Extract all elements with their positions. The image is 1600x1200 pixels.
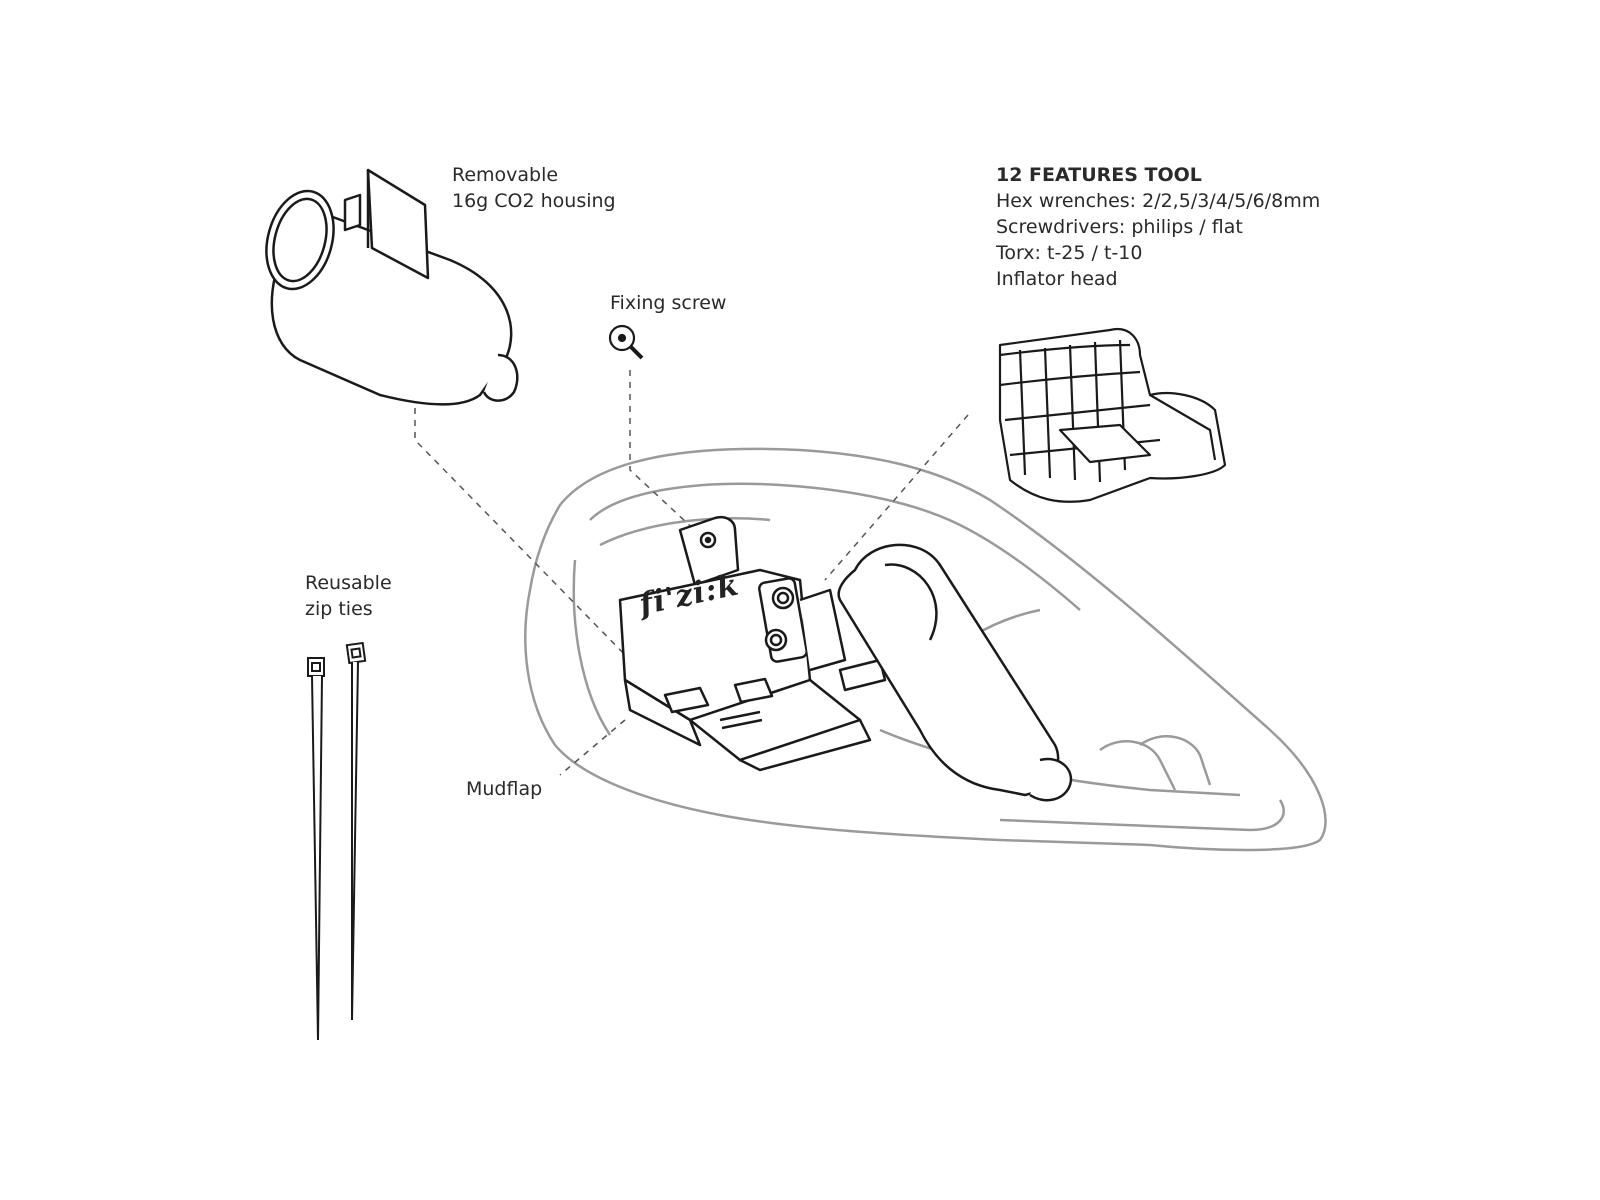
zip-ties-drawing [307, 641, 367, 1041]
zip-label-line2: zip ties [305, 598, 373, 620]
co2-housing-label: Removable 16g CO2 housing [452, 162, 616, 214]
tool-label-title: 12 FEATURES TOOL [996, 164, 1202, 186]
co2-label-line2: 16g CO2 housing [452, 190, 616, 212]
tool-label: 12 FEATURES TOOL Hex wrenches: 2/2,5/3/4… [996, 162, 1320, 292]
screw-label-line1: Fixing screw [610, 292, 727, 314]
mudflap-label-line1: Mudflap [466, 778, 543, 800]
zip-label-line1: Reusable [305, 572, 392, 594]
tool-label-line2: Screwdrivers: philips / flat [996, 216, 1243, 238]
co2-label-line1: Removable [452, 164, 559, 186]
cage-mount-drawing [618, 515, 887, 772]
tool-label-line4: Inflator head [996, 268, 1118, 290]
mounted-co2-drawing [837, 543, 1073, 802]
mudflap-label: Mudflap [466, 776, 542, 802]
zip-ties-label: Reusable zip ties [305, 570, 392, 622]
multitool-drawing [998, 327, 1227, 503]
co2-housing-drawing [265, 168, 519, 406]
fixing-screw-label: Fixing screw [610, 290, 726, 316]
fixing-screw-drawing [608, 324, 644, 360]
leader-lines [414, 348, 969, 776]
tool-label-line3: Torx: t-25 / t-10 [996, 242, 1143, 264]
tool-label-line1: Hex wrenches: 2/2,5/3/4/5/6/8mm [996, 190, 1321, 212]
